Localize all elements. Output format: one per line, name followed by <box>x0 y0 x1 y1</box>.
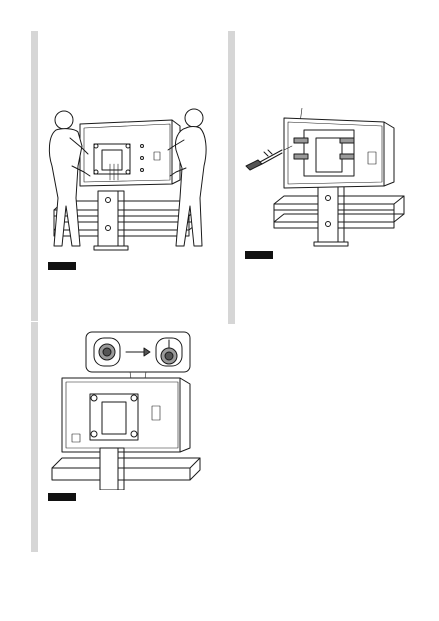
screwdriver-fasten-icon <box>245 108 405 247</box>
figure-attach-screws <box>244 108 410 248</box>
step-bar-left-top <box>31 31 38 321</box>
step-bar-left-bottom <box>31 322 38 552</box>
figure-lift-tv <box>44 106 216 256</box>
note-tag-3 <box>48 493 76 501</box>
two-people-lift-tv-icon <box>48 108 207 251</box>
note-tag-1 <box>48 262 76 270</box>
note-tag-2 <box>245 251 273 259</box>
figure-check-hooks <box>50 330 212 490</box>
hook-lock-detail-icon <box>51 331 201 490</box>
step-bar-right <box>228 31 235 324</box>
